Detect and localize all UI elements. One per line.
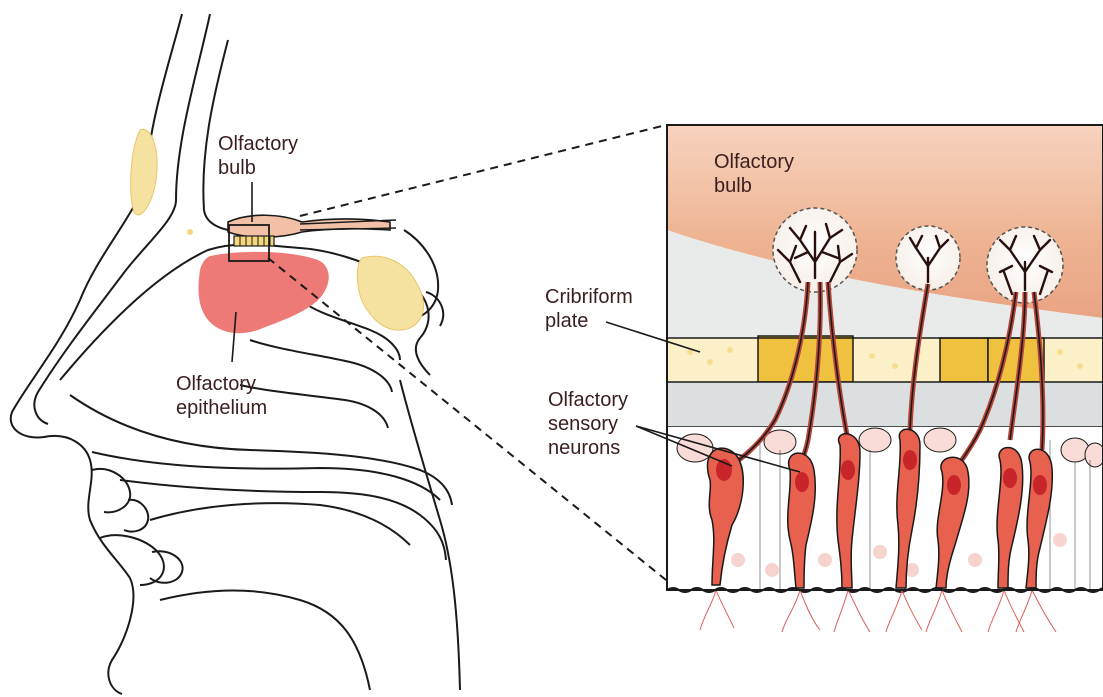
lips <box>92 469 130 512</box>
face-profile-outline <box>11 14 182 694</box>
label-line: Olfactory <box>176 372 267 396</box>
label-line: Olfactory <box>714 150 794 174</box>
label-line: bulb <box>714 174 794 198</box>
label-olfactory-bulb-left: Olfactory bulb <box>218 132 298 180</box>
nasal-bone-inner <box>34 14 210 424</box>
label-line: epithelium <box>176 396 267 420</box>
zoom-connector-lines <box>268 125 666 580</box>
pharynx-wall <box>400 380 460 690</box>
label-line: Cribriform <box>545 285 633 309</box>
label-line: sensory <box>548 412 628 436</box>
label-line: neurons <box>548 436 628 460</box>
label-line: Olfactory <box>218 132 298 156</box>
label-line: plate <box>545 309 633 333</box>
olfactory-bulb-small <box>228 215 396 246</box>
label-line: bulb <box>218 156 298 180</box>
head-cross-section <box>11 14 460 694</box>
label-cribriform-plate: Cribriform plate <box>545 285 633 333</box>
label-olfactory-bulb-right: Olfactory bulb <box>714 150 794 198</box>
olfactory-cilia <box>700 590 1056 632</box>
jaw-line <box>160 591 370 690</box>
label-olfactory-sensory-neurons: Olfactory sensory neurons <box>548 388 628 460</box>
label-olfactory-epithelium: Olfactory epithelium <box>176 372 267 420</box>
label-line: Olfactory <box>548 388 628 412</box>
olfactory-epithelium-region <box>198 252 328 333</box>
palate-tongue <box>120 480 446 560</box>
